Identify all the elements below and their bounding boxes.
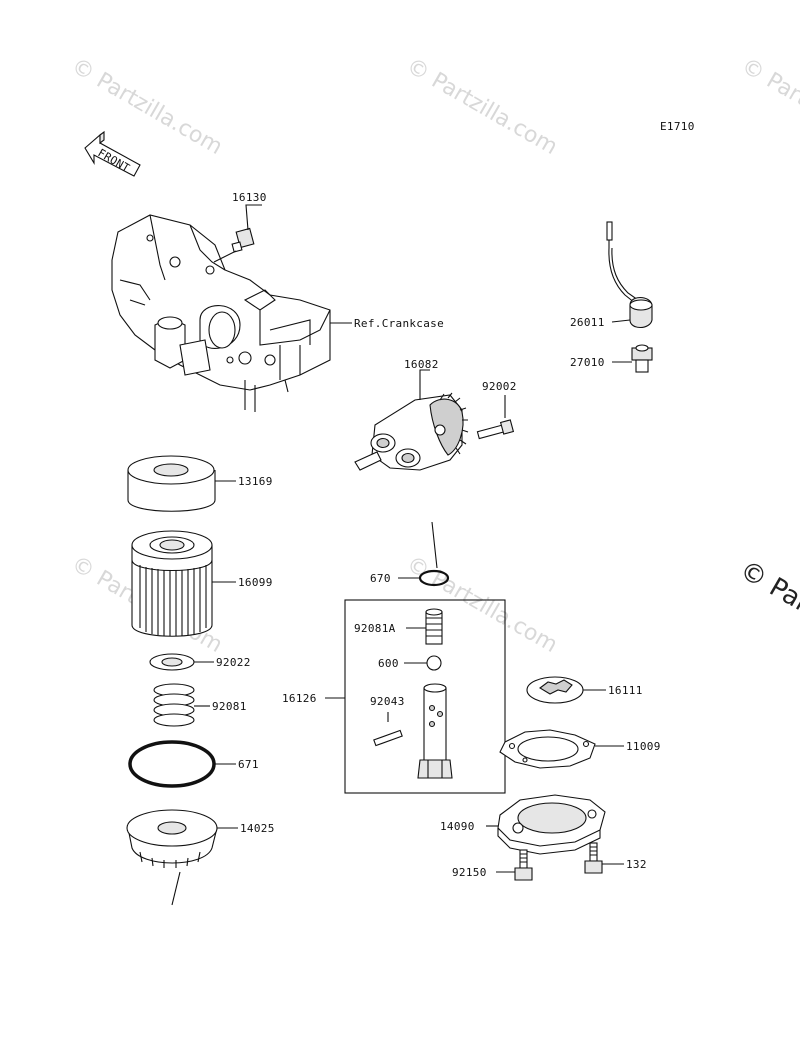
part-16099-oil-filter <box>132 531 236 636</box>
callout-16130: 16130 <box>232 191 267 204</box>
part-14025-cover <box>127 810 238 905</box>
part-92081a-spring <box>406 609 442 644</box>
callout-14025: 14025 <box>240 822 275 835</box>
part-600-ball <box>404 656 441 670</box>
callout-92150: 92150 <box>452 866 487 879</box>
part-13169-cap <box>128 456 236 511</box>
callout-11009: 11009 <box>626 740 661 753</box>
part-671-o-ring <box>130 742 236 786</box>
watermark-2: © Partzilla.com <box>402 54 562 161</box>
callout-671: 671 <box>238 758 259 771</box>
part-11009-gasket <box>500 730 624 768</box>
part-26011-sensor <box>607 222 652 328</box>
part-92150-bolt <box>496 850 532 880</box>
part-92043-pin <box>374 712 402 746</box>
part-16130-plug <box>214 205 262 262</box>
part-16111-screen <box>527 677 606 703</box>
callout-26011: 26011 <box>570 316 605 329</box>
part-132-bolt <box>585 843 624 873</box>
watermark-edge: © Parts <box>735 555 800 631</box>
callout-16099: 16099 <box>238 576 273 589</box>
crankcase-illustration <box>112 215 330 412</box>
callout-92022: 92022 <box>216 656 251 669</box>
callout-92081a: 92081A <box>354 622 396 635</box>
diagram-code: E1710 <box>660 120 695 133</box>
part-92002-bolt <box>477 395 513 439</box>
part-14090-cover <box>486 795 605 854</box>
part-relief-valve-body <box>418 684 452 778</box>
callout-600: 600 <box>378 657 399 670</box>
callout-92002: 92002 <box>482 380 517 393</box>
part-16082-oil-pump <box>355 370 468 470</box>
callout-13169: 13169 <box>238 475 273 488</box>
watermark-3: © Partzilla.com <box>737 54 800 161</box>
callout-92081: 92081 <box>212 700 247 713</box>
part-92081-spring <box>154 684 210 726</box>
callout-16111: 16111 <box>608 684 643 697</box>
callout-670: 670 <box>370 572 391 585</box>
callout-132: 132 <box>626 858 647 871</box>
callout-ref-crankcase: Ref.Crankcase <box>354 317 444 330</box>
part-92022-washer <box>150 654 214 670</box>
callout-27010: 27010 <box>570 356 605 369</box>
callout-92043: 92043 <box>370 695 405 708</box>
part-27010-switch <box>612 345 652 372</box>
callout-16126: 16126 <box>282 692 317 705</box>
front-arrow-icon: FRONT <box>85 132 140 176</box>
callout-16082: 16082 <box>404 358 439 371</box>
callout-14090: 14090 <box>440 820 475 833</box>
